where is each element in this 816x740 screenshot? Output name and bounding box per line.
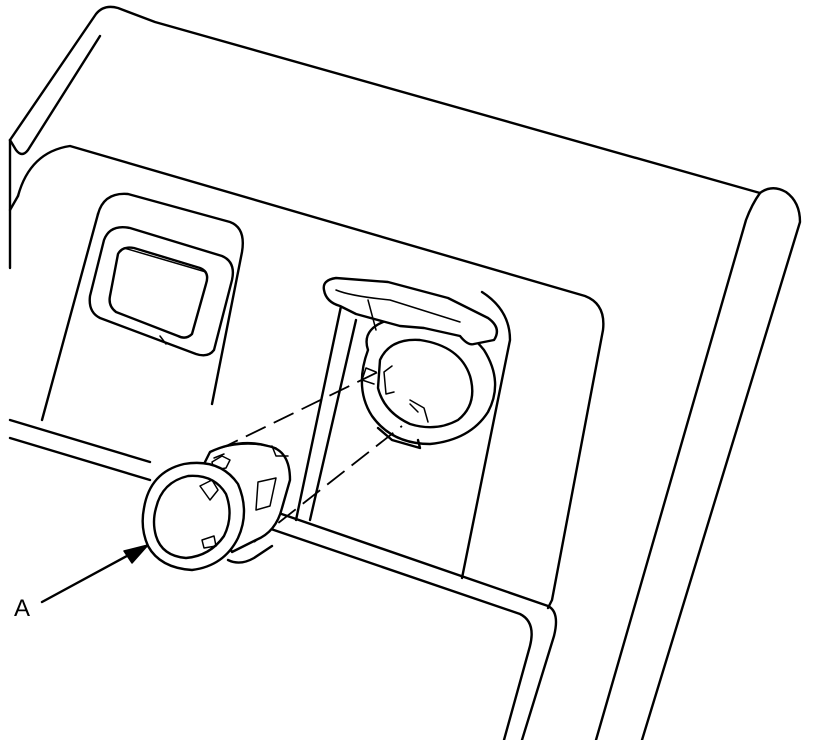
socket-insert (141, 441, 292, 572)
console-ledge (8, 418, 558, 740)
rocker-switch (88, 226, 235, 357)
console-housing (8, 5, 802, 740)
alignment-guides (217, 371, 403, 543)
callout-a: A (14, 544, 149, 622)
callout-a-label: A (14, 595, 30, 622)
socket-housing (322, 276, 499, 450)
switch-recess (40, 192, 244, 422)
socket-lid (322, 276, 499, 346)
arrowhead-icon (123, 544, 149, 564)
